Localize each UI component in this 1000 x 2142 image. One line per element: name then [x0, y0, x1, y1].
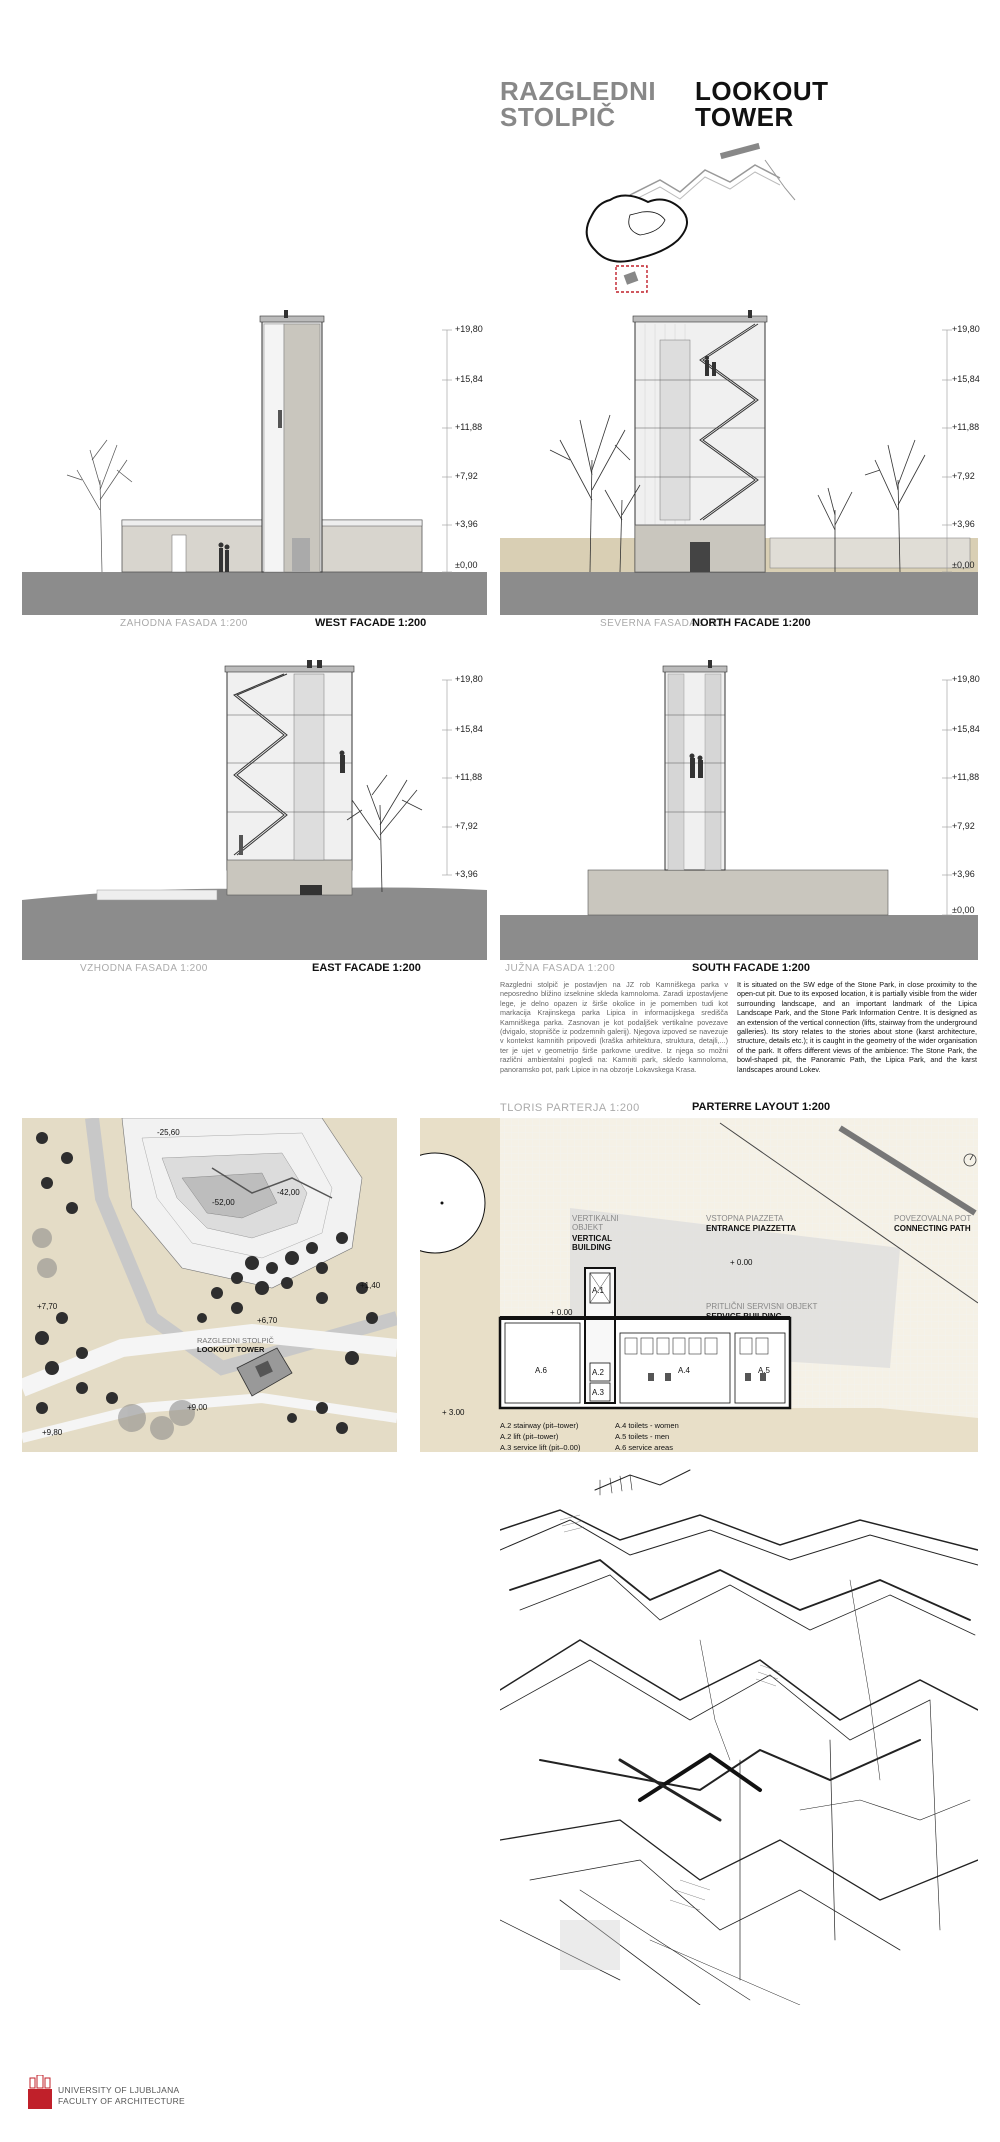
plan-legend-right: A.4 toilets - women A.5 toilets - men A.… — [615, 1420, 679, 1452]
south-level-6: ±0,00 — [952, 905, 975, 915]
south-level-3: +11,88 — [952, 772, 980, 782]
east-level-4: +7,92 — [455, 821, 478, 831]
room-a6: A.6 — [535, 1366, 548, 1375]
south-caption-sl: JUŽNA FASADA 1:200 — [505, 963, 616, 974]
site-elev-6: +6,70 — [257, 1316, 278, 1325]
north-caption-en: NORTH FACADE 1:200 — [692, 617, 811, 629]
legend-item: A.2 stairway (pit–tower) — [500, 1421, 579, 1430]
south-level-4: +7,92 — [952, 821, 975, 831]
east-level-1: +19,80 — [455, 674, 483, 684]
site-elev-5: +7,70 — [37, 1302, 58, 1311]
site-elev-3: -42,00 — [277, 1188, 300, 1197]
plan-level-2: + 0.00 — [550, 1308, 573, 1317]
legend-item: A.3 service lift (pit–0.00) — [500, 1443, 581, 1452]
east-level-3: +11,88 — [455, 772, 483, 782]
site-elev-4: +1,40 — [360, 1281, 381, 1290]
south-level-2: +15,84 — [952, 724, 980, 734]
plan-path-en: CONNECTING PATH — [894, 1224, 971, 1233]
plan-path-sl: POVEZOVALNA POT — [894, 1214, 972, 1223]
east-level-2: +15,84 — [455, 724, 483, 734]
north-level-6: ±0,00 — [952, 560, 975, 570]
west-level-2: +15,84 — [455, 374, 483, 384]
west-caption-sl: ZAHODNA FASADA 1:200 — [120, 618, 248, 629]
layout-caption-sl: TLORIS PARTERJA 1:200 — [500, 1102, 640, 1114]
west-level-4: +7,92 — [455, 471, 478, 481]
west-facade-drawing — [22, 310, 487, 615]
description-sl: Razgledni stolpič je postavljen na JZ ro… — [500, 980, 728, 1074]
title-en: LOOKOUT TOWER — [695, 78, 829, 130]
layout-caption-en: PARTERRE LAYOUT 1:200 — [692, 1101, 831, 1113]
plan-vertical-sl: VERTIKALNI OBJEKT — [572, 1214, 619, 1232]
title-en-line2: TOWER — [695, 102, 794, 132]
room-a5: A.5 — [758, 1366, 771, 1375]
north-level-4: +7,92 — [952, 471, 975, 481]
university-name: UNIVERSITY OF LJUBLJANA FACULTY OF ARCHI… — [58, 2085, 185, 2107]
site-plan: -25,60 -52,00 -42,00 +1,40 +7,70 +6,70 +… — [22, 1118, 397, 1452]
plan-entrance-sl: VSTOPNA PIAZZETA — [706, 1214, 784, 1223]
legend-item: A.5 toilets - men — [615, 1432, 670, 1441]
plan-level-3: + 3.00 — [442, 1408, 465, 1417]
university-line2: FACULTY OF ARCHITECTURE — [58, 2096, 186, 2106]
north-level-3: +11,88 — [952, 422, 980, 432]
west-caption-en: WEST FACADE 1:200 — [315, 617, 427, 629]
university-logo-icon — [28, 2075, 52, 2109]
north-level-2: +15,84 — [952, 374, 980, 384]
title-sl-line2: STOLPIČ — [500, 102, 616, 132]
legend-item: A.2 lift (pit–tower) — [500, 1432, 559, 1441]
parterre-plan-drawing — [420, 1118, 978, 1452]
site-elev-7: +9,00 — [187, 1403, 208, 1412]
west-level-6: ±0,00 — [455, 560, 478, 570]
university-line1: UNIVERSITY OF LJUBLJANA — [58, 2085, 180, 2095]
legend-item: A.4 toilets - women — [615, 1421, 679, 1430]
north-caption-sl: SEVERNA FASADA 1:200 — [600, 618, 727, 629]
plan-service-sl: PRITLIČNI SERVISNI OBJEKT — [706, 1302, 818, 1311]
title-en-line1: LOOKOUT — [695, 76, 829, 106]
west-level-1: +19,80 — [455, 324, 483, 334]
south-level-1: +19,80 — [952, 674, 980, 684]
plan-vertical-en: VERTICAL BUILDING — [572, 1234, 612, 1252]
site-elev-8: +9,80 — [42, 1428, 63, 1437]
location-key-map — [585, 142, 796, 293]
parterre-plan: VERTIKALNI OBJEKT VERTICAL BUILDING VSTO… — [420, 1118, 978, 1452]
north-level-1: +19,80 — [952, 324, 980, 334]
title-sl: RAZGLEDNI STOLPIČ — [500, 78, 656, 130]
plan-legend-left: A.2 stairway (pit–tower) A.2 lift (pit–t… — [500, 1420, 580, 1452]
east-level-5: +3,96 — [455, 869, 478, 879]
description-en: It is situated on the SW edge of the Sto… — [737, 980, 977, 1074]
room-a3: A.3 — [592, 1388, 605, 1397]
site-tower-label-en: LOOKOUT TOWER — [197, 1345, 265, 1354]
plan-service-en: SERVICE BUILDING — [706, 1312, 782, 1321]
north-level-5: +3,96 — [952, 519, 975, 529]
legend-item: A.6 service areas — [615, 1443, 673, 1452]
east-caption-sl: VZHODNA FASADA 1:200 — [80, 963, 208, 974]
room-a1: A.1 — [592, 1286, 605, 1295]
east-caption-en: EAST FACADE 1:200 — [312, 962, 421, 974]
west-level-5: +3,96 — [455, 519, 478, 529]
plan-entrance-en: ENTRANCE PIAZZETTA — [706, 1224, 797, 1233]
room-a2: A.2 — [592, 1368, 605, 1377]
title-sl-line1: RAZGLEDNI — [500, 76, 657, 106]
east-facade-drawing — [22, 660, 487, 960]
site-elev-2: -52,00 — [212, 1198, 235, 1207]
site-tower-label-sl: RAZGLEDNI STOLPIČ — [197, 1336, 274, 1345]
north-facade-drawing — [500, 310, 978, 615]
concept-sketch — [500, 1469, 978, 2005]
site-plan-drawing — [22, 1118, 397, 1452]
south-level-5: +3,96 — [952, 869, 975, 879]
south-facade-drawing — [500, 660, 978, 960]
plan-level-1: + 0.00 — [730, 1258, 753, 1267]
west-level-3: +11,88 — [455, 422, 483, 432]
site-elev-1: -25,60 — [157, 1128, 180, 1137]
room-a4: A.4 — [678, 1366, 691, 1375]
south-caption-en: SOUTH FACADE 1:200 — [692, 962, 810, 974]
